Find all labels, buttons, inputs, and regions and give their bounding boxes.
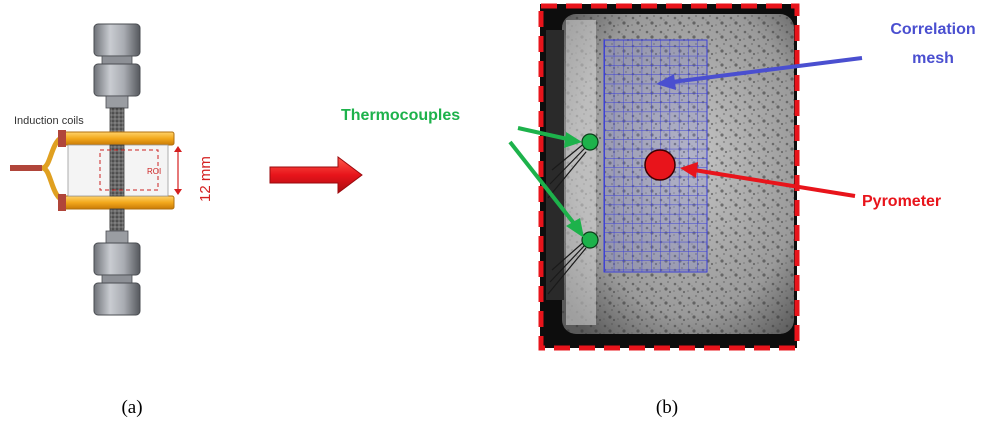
pyrometer-arrow [693,168,856,198]
panel-b-image [538,3,800,351]
thermocouple-marker-bottom [581,231,599,249]
bottom-fitting [93,230,141,316]
transition-arrow-icon [269,156,363,194]
caption-b: (b) [656,397,678,418]
image-frame-dashed [538,3,800,351]
annotation-arrows [508,56,863,238]
correlation-label-line1: Correlation [890,21,975,38]
roi-box [99,149,159,191]
pyrometer-marker [644,149,676,181]
panel-a-setup: ROI 12 mm Induction coils [10,23,214,316]
dimension-label: 12 mm [197,156,214,202]
thermocouples-label: Thermocouples [341,107,460,124]
correlation-label-line2: mesh [912,50,954,67]
coil-bottom-plate [61,195,175,210]
coil-top-plate [61,131,175,146]
top-fitting [93,23,141,109]
correlation-arrow [671,56,863,84]
pyrometer-label: Pyrometer [862,193,941,210]
thermocouple-arrow-top [517,126,573,142]
roi-label: ROI [147,167,161,176]
thermocouple-marker-top [581,133,599,151]
induction-coils-label: Induction coils [14,115,84,127]
caption-a: (a) [121,397,142,418]
thermocouple-arrow-bottom [508,140,578,228]
